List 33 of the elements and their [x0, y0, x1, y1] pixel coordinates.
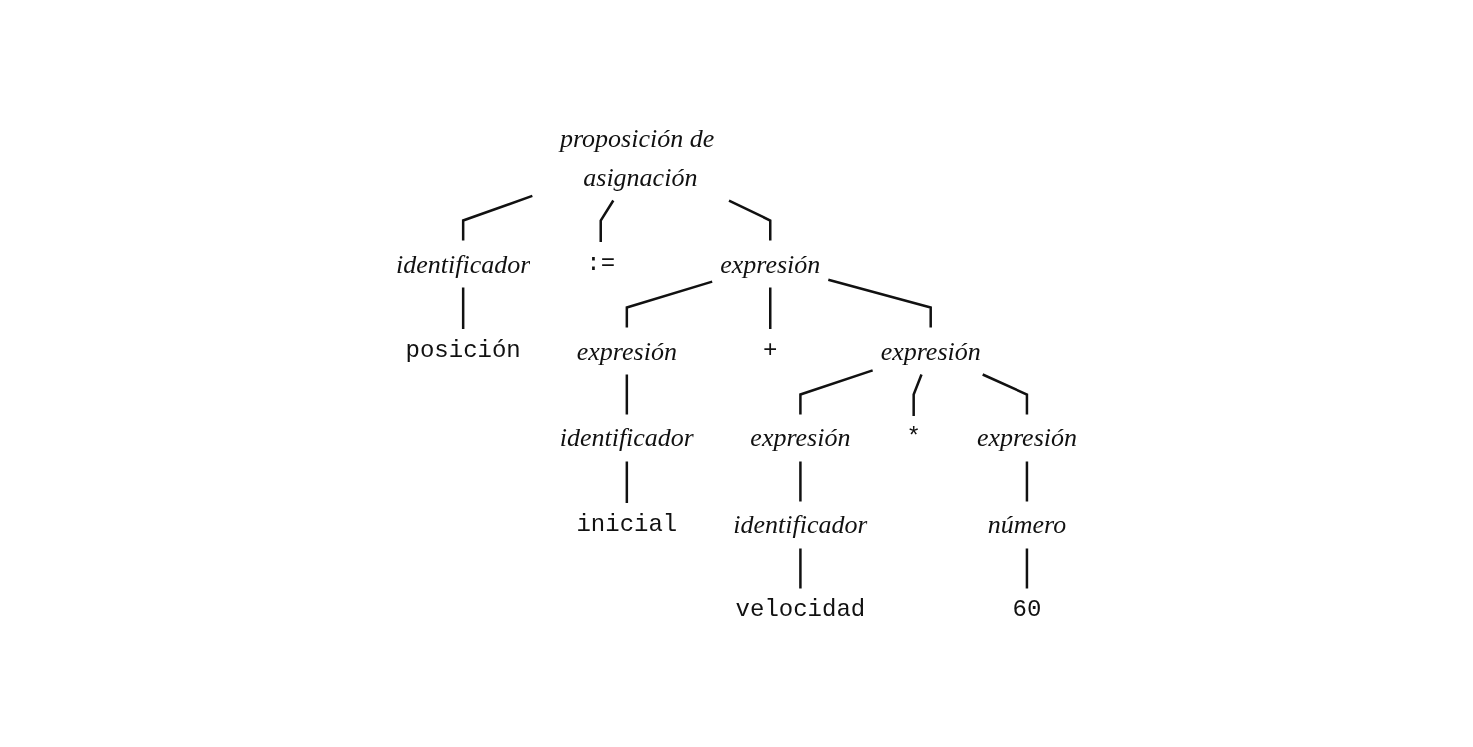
connector: [728, 199, 772, 241]
connector: [1025, 548, 1029, 589]
node-text: *: [906, 424, 921, 451]
connector: [799, 369, 874, 415]
connector: [461, 287, 465, 329]
node-text: expresión: [880, 336, 981, 366]
node-text: expresión: [750, 423, 851, 453]
connector: [912, 374, 923, 416]
node-text: número: [987, 510, 1067, 540]
connector: [1025, 461, 1029, 502]
node-text: 60: [1012, 596, 1042, 624]
node-text: expresión: [976, 423, 1077, 453]
node-text: inicial: [576, 511, 678, 538]
node-text: velocidad: [735, 596, 866, 624]
node-text: expresión: [576, 336, 677, 366]
node-text: posición: [405, 337, 521, 364]
connector: [769, 287, 772, 329]
connector: [828, 278, 932, 328]
node-text: expresión: [720, 249, 821, 279]
node-text: identificador: [733, 510, 868, 540]
connector: [625, 461, 629, 503]
connector: [799, 461, 802, 502]
connector: [461, 194, 533, 241]
connector: [799, 548, 802, 589]
connector: [625, 280, 713, 328]
node-text: +: [763, 337, 778, 364]
node-text: identificador: [396, 249, 531, 279]
node-text: proposición de asignación: [559, 123, 715, 192]
node-text: :=: [586, 250, 616, 277]
connector: [625, 374, 629, 415]
connector: [599, 199, 615, 242]
connector: [982, 373, 1029, 415]
node-text: identificador: [559, 423, 694, 453]
